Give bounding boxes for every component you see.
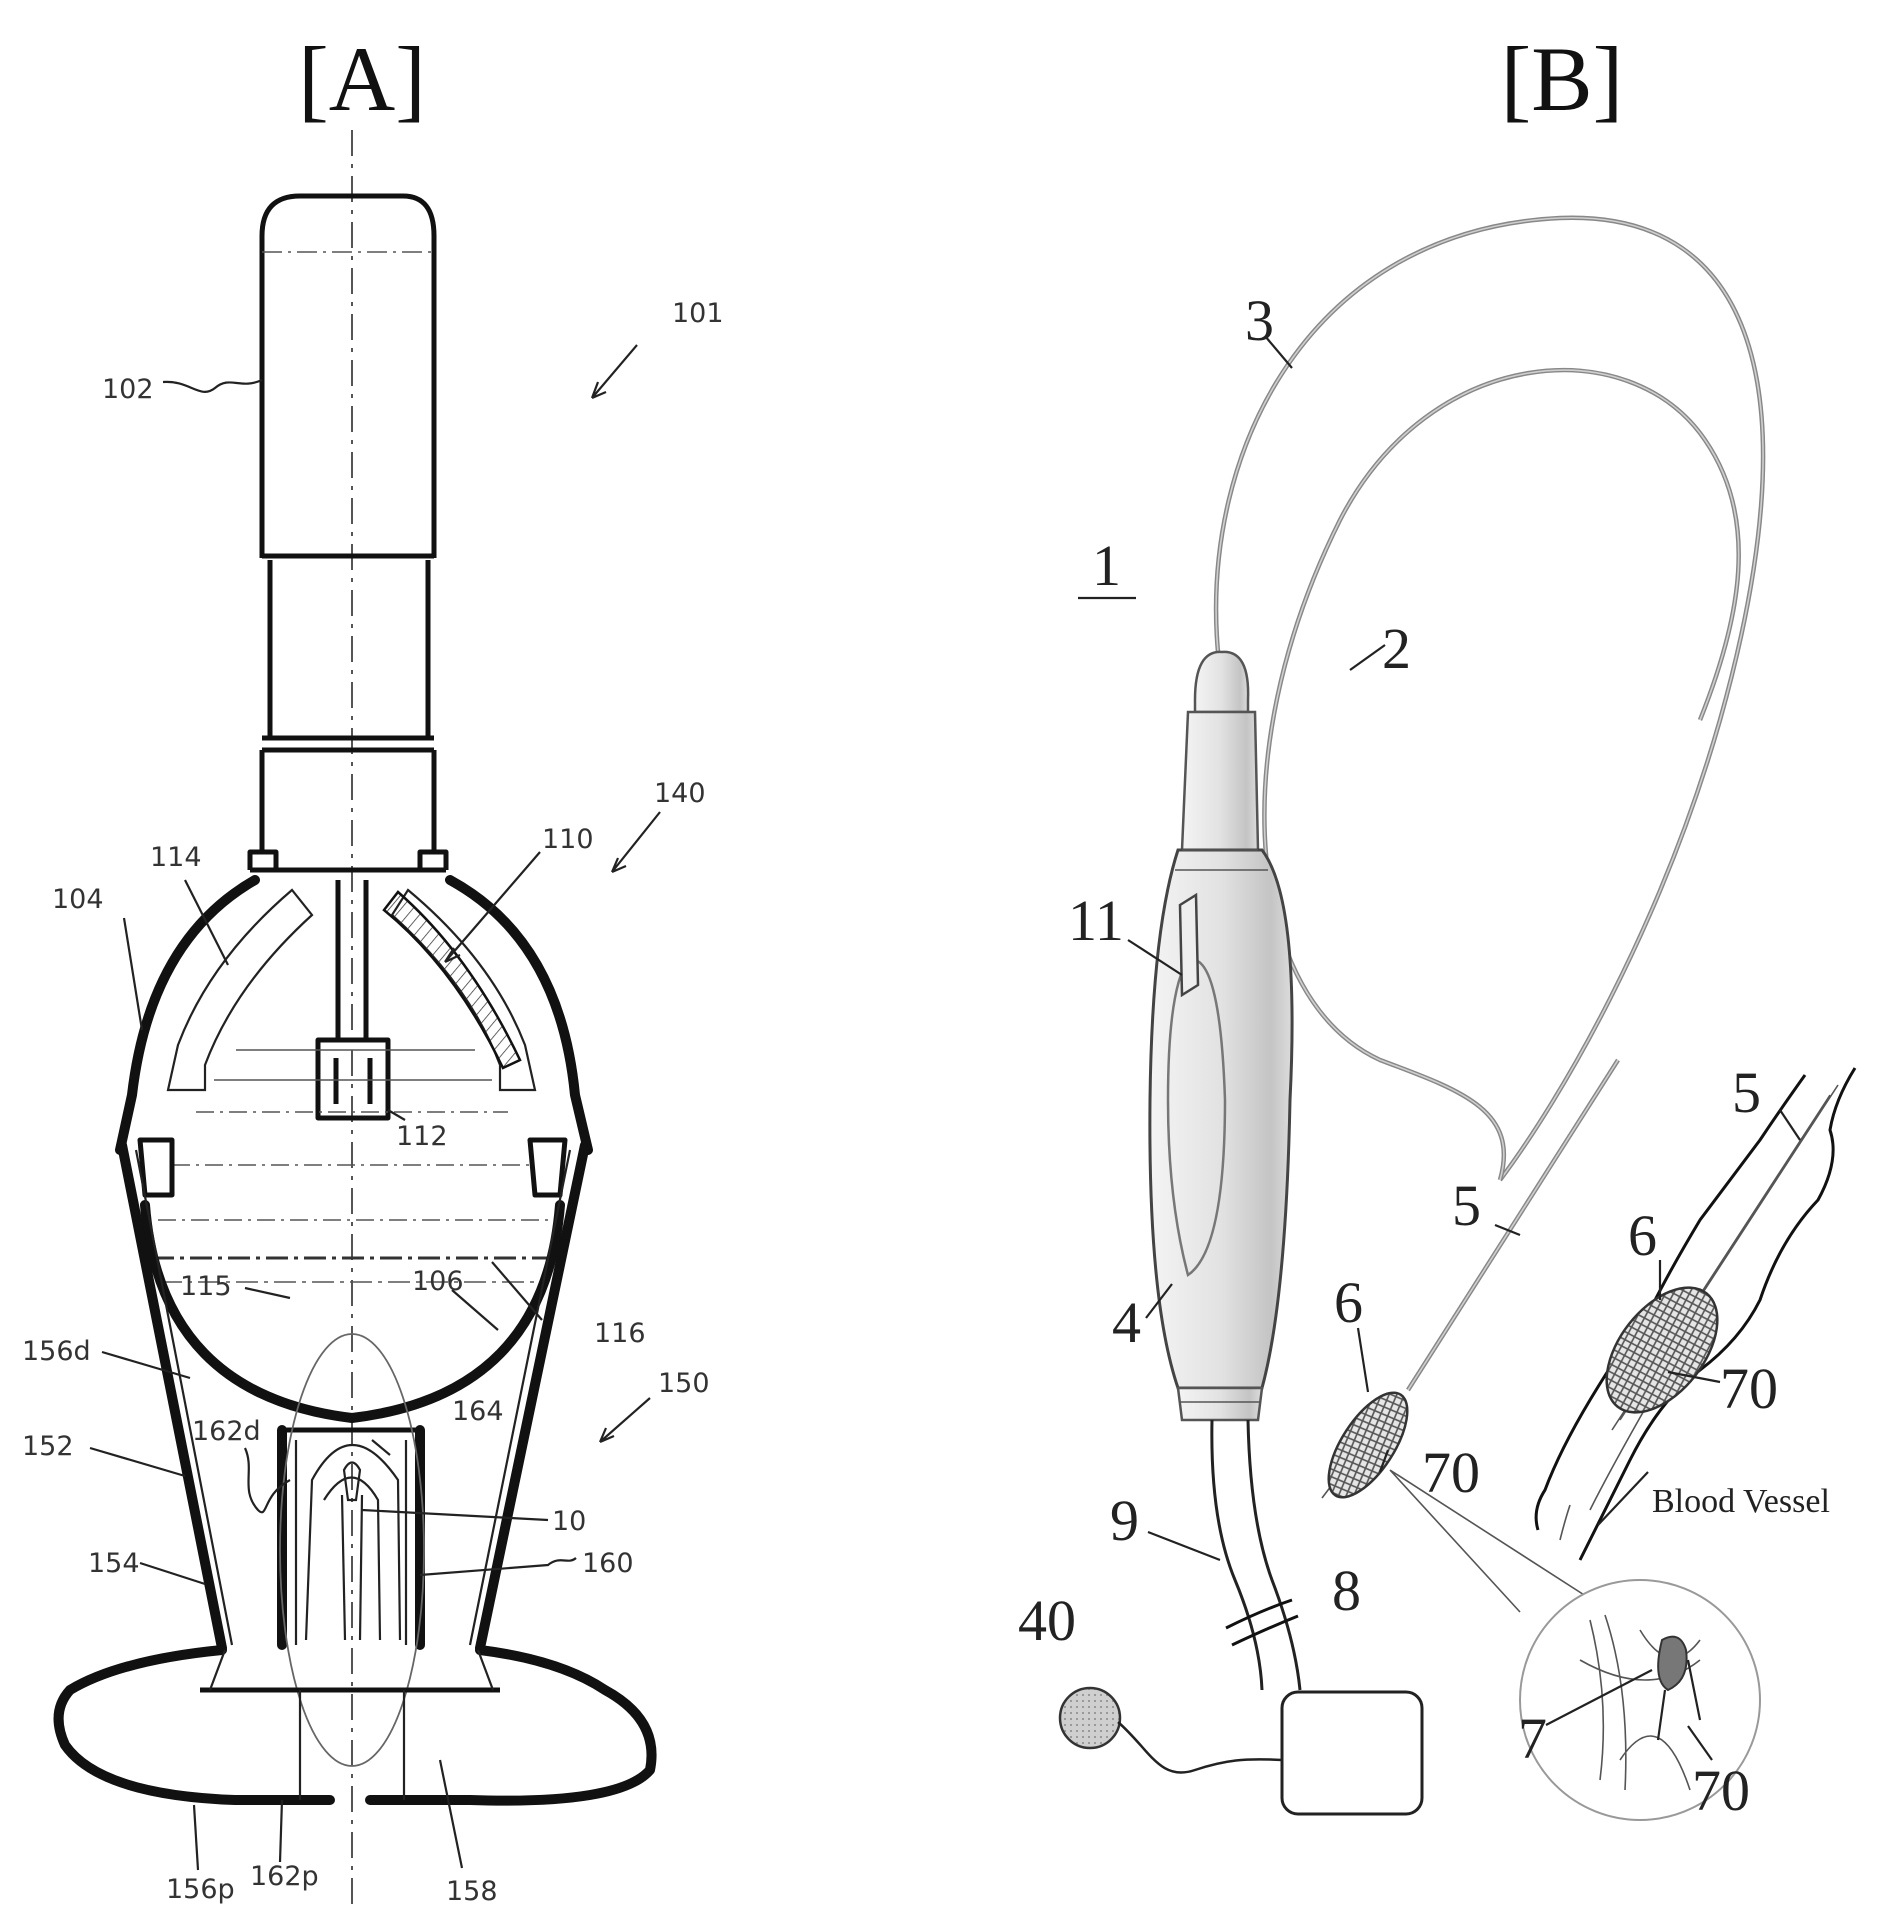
cable-break <box>1225 1598 1299 1647</box>
cylinder-middle <box>267 560 431 738</box>
ref-162d: 162d <box>192 1416 261 1447</box>
ref-115: 115 <box>180 1271 232 1302</box>
ref-158: 158 <box>446 1876 498 1907</box>
cone-wall-152 <box>117 1140 590 1653</box>
ref-152: 152 <box>22 1431 74 1462</box>
sensor-40 <box>1058 1686 1122 1750</box>
ref-6-vessel: 6 <box>1628 1203 1657 1268</box>
handle-4 <box>1148 650 1294 1422</box>
ref-106: 106 <box>412 1266 464 1297</box>
hatched-member-110 <box>382 890 522 1070</box>
cap-upper-cylinder <box>259 193 437 558</box>
handle-grip-panel <box>1166 958 1227 1278</box>
ref-3: 3 <box>1245 288 1274 353</box>
handle-nose <box>1180 710 1260 852</box>
ref-1: 1 <box>1092 533 1121 598</box>
ref-8: 8 <box>1332 1558 1361 1623</box>
panel-a: [A] <box>22 28 724 1907</box>
ref-154: 154 <box>88 1548 140 1579</box>
handle-body <box>1148 848 1294 1390</box>
stent-strut-7 <box>1657 1635 1688 1692</box>
joint-right <box>527 1137 568 1198</box>
ref-162p: 162p <box>250 1861 319 1892</box>
inner-frame-114 <box>166 888 314 1092</box>
ref-5-shaft: 5 <box>1452 1173 1481 1238</box>
leaders-a <box>89 344 661 1871</box>
ref-9: 9 <box>1110 1488 1139 1553</box>
neck-flange <box>247 849 449 873</box>
ref-5-vessel: 5 <box>1732 1060 1761 1125</box>
slider-button-11 <box>1178 892 1200 998</box>
nipple-10 <box>304 1443 402 1641</box>
ref-110: 110 <box>542 824 594 855</box>
dome-housing-104 <box>115 875 593 1155</box>
ref-2: 2 <box>1382 616 1411 681</box>
ref-70-zoom: 70 <box>1692 1758 1750 1823</box>
leaders-b <box>1078 335 1801 1761</box>
ref-40: 40 <box>1018 1588 1076 1653</box>
panel-b-label: [B] <box>1501 28 1624 130</box>
ref-6-small: 6 <box>1334 1270 1363 1335</box>
ref-4: 4 <box>1112 1290 1141 1355</box>
ref-11: 11 <box>1068 888 1124 953</box>
stent-mesh-6 <box>1327 1391 1409 1499</box>
ref-7: 7 <box>1518 1706 1547 1771</box>
ref-150: 150 <box>658 1368 710 1399</box>
ref-164: 164 <box>452 1396 504 1427</box>
shaft-tip-112 <box>315 1037 391 1121</box>
ref-104: 104 <box>52 884 104 915</box>
base-inner-rails <box>298 1690 406 1800</box>
handle-collar <box>1176 1386 1264 1422</box>
cylinder-lower <box>259 750 437 850</box>
panel-b: [B] <box>1018 28 1857 1823</box>
panel-a-label: [A] <box>298 28 426 130</box>
wire-loop-2 <box>1262 367 1741 1181</box>
cylinder-collar <box>262 735 434 753</box>
ref-70-small: 70 <box>1422 1440 1480 1505</box>
ref-156d: 156d <box>22 1336 91 1367</box>
ref-140: 140 <box>654 778 706 809</box>
ref-116: 116 <box>594 1318 646 1349</box>
ref-160: 160 <box>582 1548 634 1579</box>
ref-10: 10 <box>552 1506 586 1537</box>
ref-70-vessel: 70 <box>1720 1356 1778 1421</box>
ref-112: 112 <box>396 1121 448 1152</box>
wire-loop-3 <box>1213 215 1766 1182</box>
joint-left <box>137 1137 175 1198</box>
ref-114: 114 <box>150 842 202 873</box>
cable-9 <box>1210 1419 1302 1691</box>
ref-156p: 156p <box>166 1874 235 1905</box>
fluid-lines <box>152 1049 552 1283</box>
ref-101: 101 <box>672 298 724 329</box>
sensor-wire <box>1117 1721 1283 1774</box>
zoom-lines <box>1389 1469 1593 1613</box>
control-unit-8 <box>1280 1690 1424 1816</box>
base-flange <box>53 1645 657 1806</box>
blood-vessel <box>1578 1067 1857 1561</box>
central-shaft <box>335 880 369 1040</box>
blood-vessel-label: Blood Vessel <box>1652 1483 1830 1520</box>
ref-102: 102 <box>102 374 154 405</box>
body-outline-115 <box>279 1333 425 1767</box>
handle-tip <box>1193 650 1250 714</box>
stent-mesh-6-vessel <box>1605 1286 1719 1414</box>
